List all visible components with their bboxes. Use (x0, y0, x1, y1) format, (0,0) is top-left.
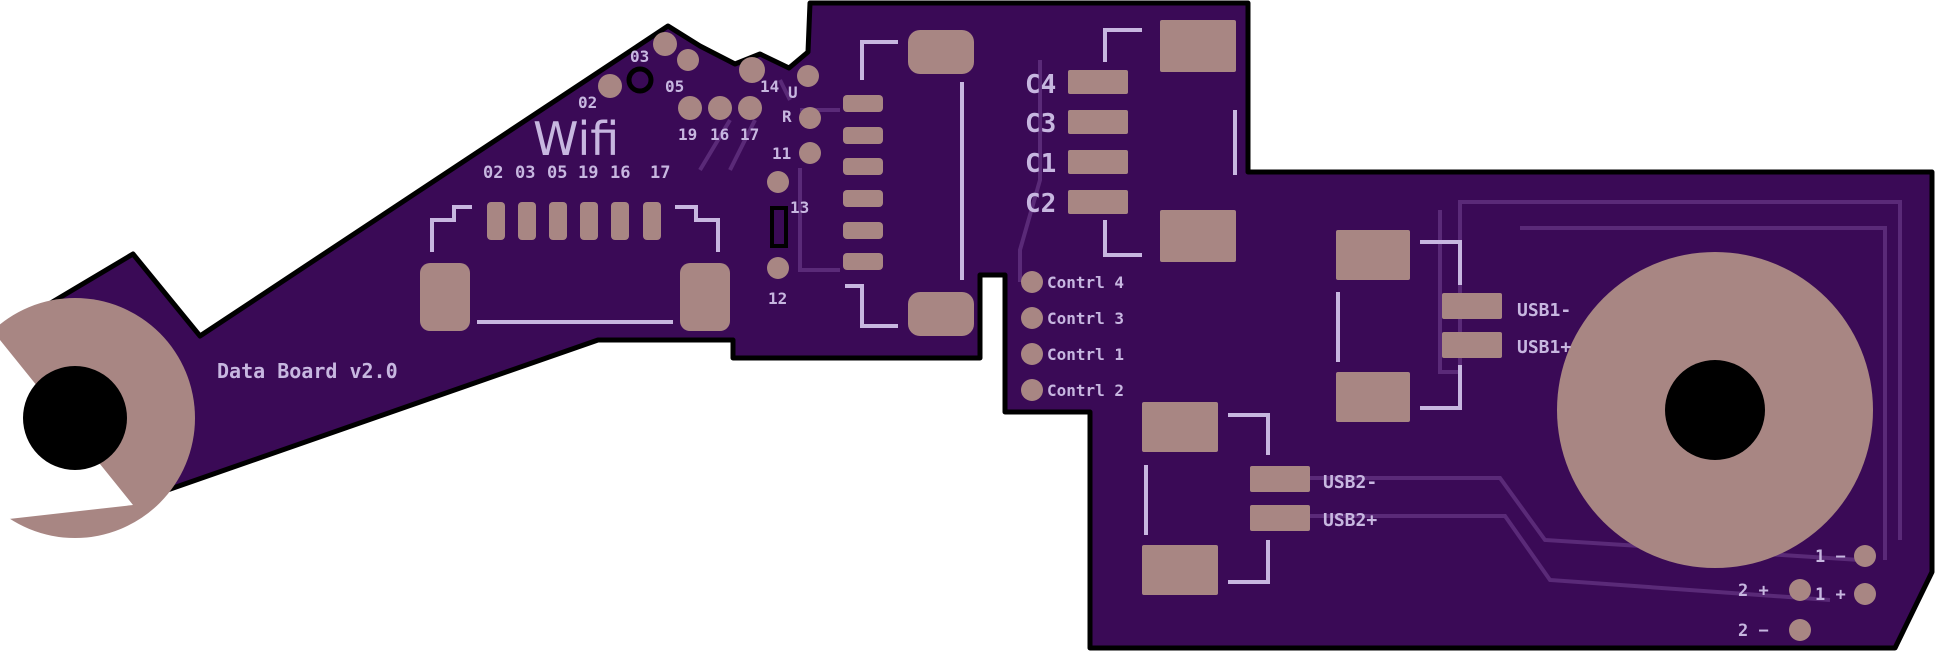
usb-connector-pads (843, 30, 974, 336)
power-pins (1789, 545, 1876, 641)
usb-connector-outline (845, 40, 964, 328)
traces (698, 60, 1902, 602)
usb1-pads (1336, 230, 1502, 422)
usb1-outline (1336, 240, 1462, 410)
power-pin-labels: 1 − 2 + 1 + 2 − (1738, 547, 1846, 641)
cap-labels: C4 C3 C1 C2 (1025, 70, 1056, 219)
svg-text:16: 16 (710, 125, 729, 144)
svg-text:C4: C4 (1025, 70, 1056, 100)
control-pin-labels: Contrl 4 Contrl 3 Contrl 1 Contrl 2 (1047, 273, 1124, 400)
svg-text:17: 17 (740, 125, 759, 144)
wifi-connector-pads (420, 202, 730, 331)
via-hole (626, 66, 654, 94)
usb2-plus-label: USB2+ (1323, 510, 1377, 531)
svg-text:03: 03 (515, 163, 535, 183)
svg-text:C2: C2 (1025, 189, 1056, 219)
svg-text:03: 03 (630, 47, 649, 66)
svg-text:16: 16 (610, 163, 630, 183)
usb1-minus-label: USB1- (1517, 300, 1571, 321)
svg-text:Contrl 3: Contrl 3 (1047, 309, 1124, 328)
svg-text:Contrl 1: Contrl 1 (1047, 345, 1124, 364)
svg-text:05: 05 (665, 77, 684, 96)
svg-text:C3: C3 (1025, 109, 1056, 139)
top-pins (598, 32, 819, 120)
svg-text:13: 13 (790, 198, 809, 217)
wifi-connector-outline (430, 205, 720, 324)
board-name-label: Data Board v2.0 (217, 359, 398, 383)
svg-text:2 +: 2 + (1738, 581, 1769, 601)
mount-pad-left-clip (0, 280, 133, 520)
usb2-outline (1144, 413, 1270, 584)
svg-text:R: R (782, 107, 792, 126)
svg-text:19: 19 (578, 163, 598, 183)
svg-text:1 +: 1 + (1815, 585, 1846, 605)
svg-text:05: 05 (547, 163, 567, 183)
svg-text:19: 19 (678, 125, 697, 144)
mount-hole-right (1665, 360, 1765, 460)
svg-text:14: 14 (760, 77, 779, 96)
svg-text:02: 02 (483, 163, 503, 183)
usb-side-pin-labels: U R 11 13 12 (768, 83, 809, 308)
svg-text:U: U (788, 83, 798, 102)
svg-text:17: 17 (650, 163, 670, 183)
tactile-switch-outline (770, 206, 788, 248)
wifi-label: Wifi (533, 112, 619, 166)
svg-text:Contrl 4: Contrl 4 (1047, 273, 1124, 292)
svg-text:C1: C1 (1025, 149, 1056, 179)
top-pin-labels: 03 05 02 14 19 16 17 (578, 47, 779, 144)
svg-text:11: 11 (772, 144, 791, 163)
usb1-plus-label: USB1+ (1517, 337, 1571, 358)
svg-text:12: 12 (768, 289, 787, 308)
svg-text:2 −: 2 − (1738, 621, 1769, 641)
svg-text:Contrl 2: Contrl 2 (1047, 381, 1124, 400)
cap-outline (1103, 28, 1237, 257)
control-pins (1021, 271, 1043, 401)
usb2-minus-label: USB2- (1323, 472, 1377, 493)
svg-text:1 −: 1 − (1815, 547, 1846, 567)
cap-pads (1068, 20, 1236, 262)
svg-text:02: 02 (578, 93, 597, 112)
wifi-pin-labels: 02 03 05 19 16 17 (483, 163, 670, 183)
usb-side-pins (767, 107, 821, 279)
mount-hole-left (23, 366, 127, 470)
usb2-pads (1142, 402, 1310, 595)
